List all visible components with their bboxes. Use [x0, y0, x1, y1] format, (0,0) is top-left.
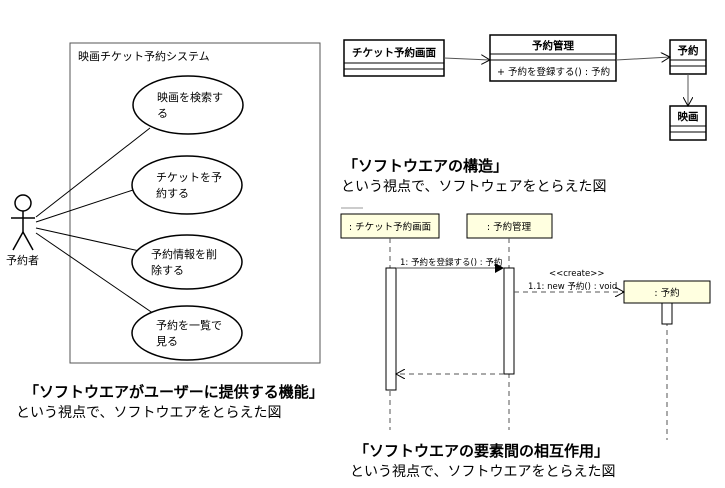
usecase-search-movie [132, 75, 244, 135]
class-reservation-mgmt-name: 予約管理 [532, 39, 574, 52]
caption-class-subtitle: という視点で、ソフトウェアをとらえた図 [341, 179, 607, 195]
assoc-mgmt-to-reservation [615, 57, 670, 60]
usecase-list-reservations-label-1: 予約を一覧で [156, 318, 222, 332]
caption-sequence-subtitle: という視点で、ソフトウエアをとらえた図 [350, 464, 616, 480]
class-reservation-mgmt: 予約管理 + 予約を登録する() : 予約 [489, 34, 617, 82]
usecase-reserve-ticket [131, 155, 243, 215]
caption-class-title: 「ソフトウエアの構造」 [343, 157, 509, 175]
class-reservation: 予約 [669, 39, 707, 75]
system-name: 映画チケット予約システム [78, 49, 210, 63]
lifeline-reservation-label: : 予約 [654, 287, 679, 299]
class-ticket-screen: チケット予約画面 [343, 39, 445, 77]
usecase-reserve-ticket-label-2: 約する [156, 186, 189, 200]
class-reservation-mgmt-operation: + 予約を登録する() : 予約 [497, 66, 610, 78]
message-register-label: 1: 予約を登録する() : 予約 [400, 257, 502, 268]
class-reservation-name: 予約 [678, 44, 699, 57]
usecase-delete-reservation [131, 234, 243, 290]
usecase-reserve-ticket-label-1: チケットを予 [156, 171, 222, 184]
system-boundary [69, 42, 321, 364]
caption-usecase-title: 「ソフトウエアがユーザーに提供する機能」 [24, 383, 324, 401]
message-create-stereotype: <<create>> [549, 269, 604, 279]
actor-label: 予約者 [6, 253, 39, 267]
assoc-screen-to-mgmt [443, 58, 490, 60]
association-lines [35, 127, 161, 319]
usecase-delete-reservation-label-1: 予約情報を削 [151, 247, 217, 261]
class-diagram: チケット予約画面 予約管理 + 予約を登録する() : 予約 予約 映画 [343, 34, 707, 141]
usecase-list-reservations [131, 305, 243, 361]
usecase-list-reservations-label-2: 見る [156, 335, 178, 348]
sequence-diagram: : チケット予約画面 : 予約管理 : 予約 1: 予約を登録する() : 予約… [340, 207, 711, 440]
lifeline-reservation-mgmt-label: : 予約管理 [487, 221, 532, 233]
lifeline-ticket-screen-head [340, 213, 440, 239]
usecase-delete-reservation-label-2: 除する [151, 263, 184, 277]
class-movie-name: 映画 [678, 110, 699, 123]
class-movie: 映画 [669, 105, 707, 141]
activation-reservation [661, 302, 673, 325]
message-create-label: 1.1: new 予約() : void [528, 281, 617, 292]
usecase-diagram: 映画チケット予約システム 予約者 映画を検索す る チケットを予 約する 予約情… [6, 42, 321, 364]
class-ticket-screen-name: チケット予約画面 [352, 46, 436, 59]
lifeline-reservation-mgmt-head [466, 213, 553, 239]
usecase-search-movie-label-2: る [157, 107, 168, 120]
actor-figure [11, 194, 35, 251]
activation-ticket-screen [385, 267, 397, 391]
lifeline-ticket-screen-label: : チケット予約画面 [349, 221, 431, 233]
caption-sequence-title: 「ソフトウエアの要素間の相互作用」 [354, 442, 610, 460]
caption-usecase-subtitle: という視点で、ソフトウエアをとらえた図 [16, 405, 282, 421]
usecase-search-movie-label-1: 映画を検索す [157, 90, 223, 104]
activation-reservation-mgmt [503, 267, 515, 375]
